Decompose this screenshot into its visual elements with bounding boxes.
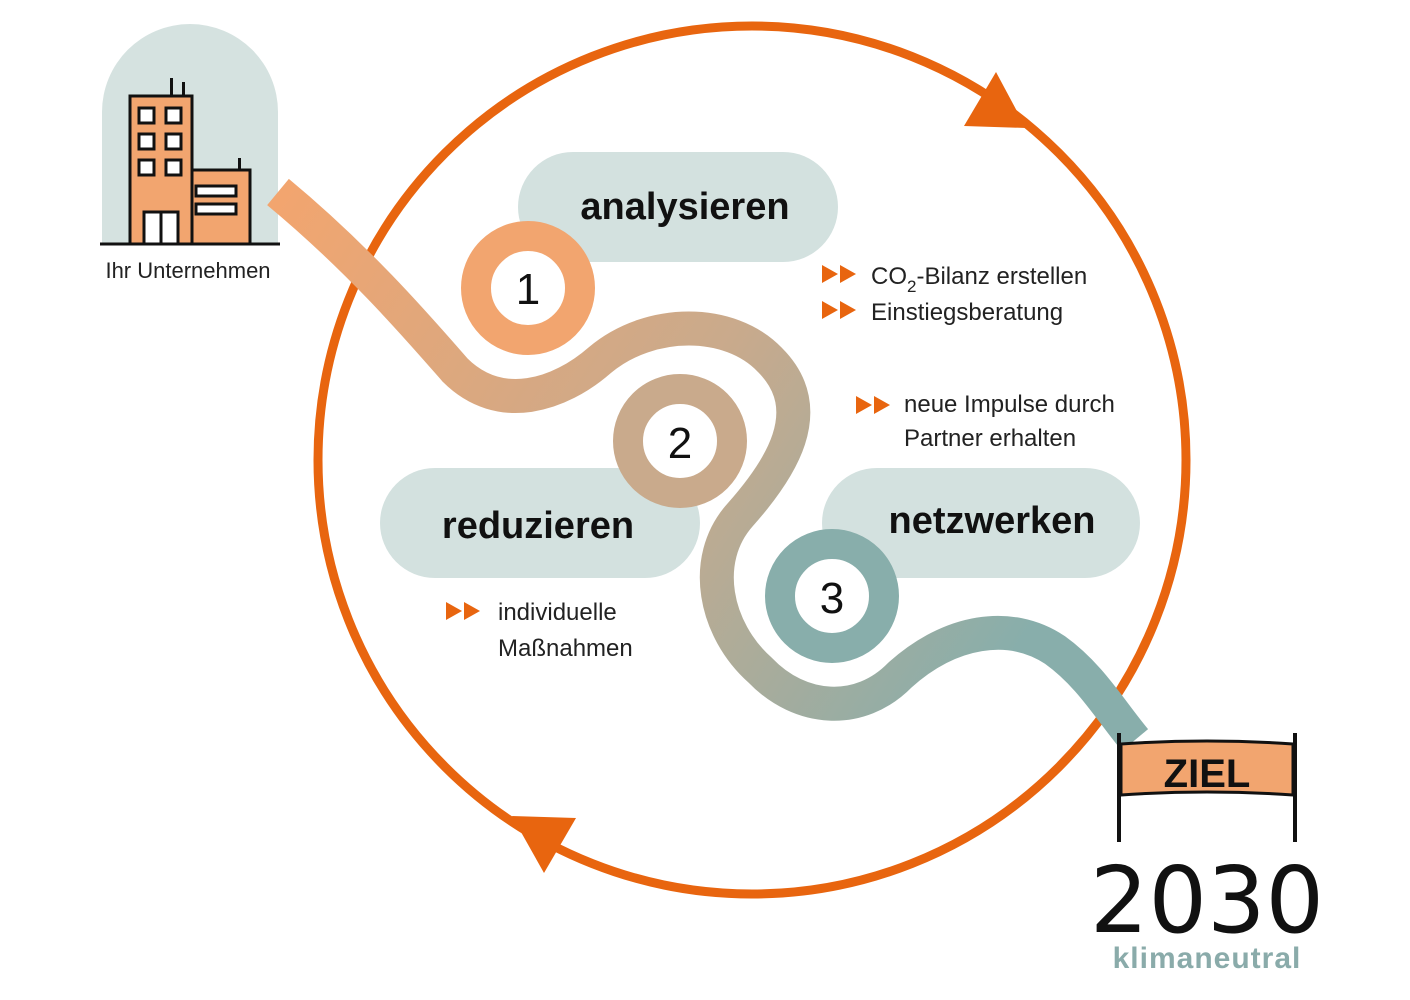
double-arrow-icon-second <box>874 396 890 414</box>
goal-subtitle: klimaneutral <box>1113 942 1302 975</box>
double-arrow-icon <box>446 602 462 620</box>
pill-analysieren <box>518 152 838 262</box>
step-1-marker: 1 <box>461 221 595 355</box>
bullet-co2-sub: 2 <box>907 277 916 296</box>
double-arrow-icon <box>822 265 838 283</box>
double-arrow-icon <box>856 396 872 414</box>
bullet-reduzieren: individuelle Maßnahmen <box>446 599 633 662</box>
bullet-netzwerken-line-2: Partner erhalten <box>904 425 1076 452</box>
cycle-arrow <box>313 21 1191 899</box>
bullet-reduzieren-line-1: individuelle <box>498 599 617 626</box>
goal-banner: ZIEL <box>1117 733 1297 842</box>
pill-reduzieren-label: reduzieren <box>442 505 634 547</box>
pill-reduzieren <box>380 468 700 578</box>
goal-year: 2030 <box>1090 847 1324 954</box>
building-icon <box>100 78 280 246</box>
banner-flag <box>1119 739 1295 797</box>
step-3-marker: 3 <box>765 529 899 663</box>
double-arrow-icon-second <box>840 301 856 319</box>
step-2-number: 2 <box>668 419 692 468</box>
company-label: Ihr Unternehmen <box>105 258 270 283</box>
cycle-arrowhead-top-right <box>964 72 1026 128</box>
bullet-reduzieren-line-2: Maßnahmen <box>498 635 633 662</box>
pill-netzwerken <box>822 468 1140 578</box>
cycle-ring <box>313 21 1191 899</box>
banner-label: ZIEL <box>1164 752 1251 796</box>
double-arrow-icon <box>822 301 838 319</box>
svg-text:CO2-Bilanz erstellen: CO2-Bilanz erstellen <box>871 263 1087 296</box>
company-tile <box>100 24 280 246</box>
roadmap-path <box>267 178 1149 751</box>
bullet-analysieren-2: Einstiegsberatung <box>822 299 1063 326</box>
bullet-analysieren-1: CO2-Bilanz erstellen <box>822 263 1087 296</box>
bullet-co2-pre: CO <box>871 263 907 290</box>
bullet-netzwerken-line-1: neue Impulse durch <box>904 391 1115 418</box>
bullet-einstiegsberatung: Einstiegsberatung <box>871 299 1063 326</box>
step-1-number: 1 <box>516 265 540 314</box>
bullet-netzwerken: neue Impulse durch Partner erhalten <box>856 391 1115 452</box>
pill-netzwerken-label: netzwerken <box>889 500 1096 542</box>
step-3-number: 3 <box>820 574 844 623</box>
step-2-marker: 2 <box>613 374 747 508</box>
pill-analysieren-label: analysieren <box>580 186 789 228</box>
cycle-arrowhead-bottom-left <box>512 816 576 873</box>
double-arrow-icon-second <box>840 265 856 283</box>
double-arrow-icon-second <box>464 602 480 620</box>
bullet-co2-post: -Bilanz erstellen <box>916 263 1087 290</box>
